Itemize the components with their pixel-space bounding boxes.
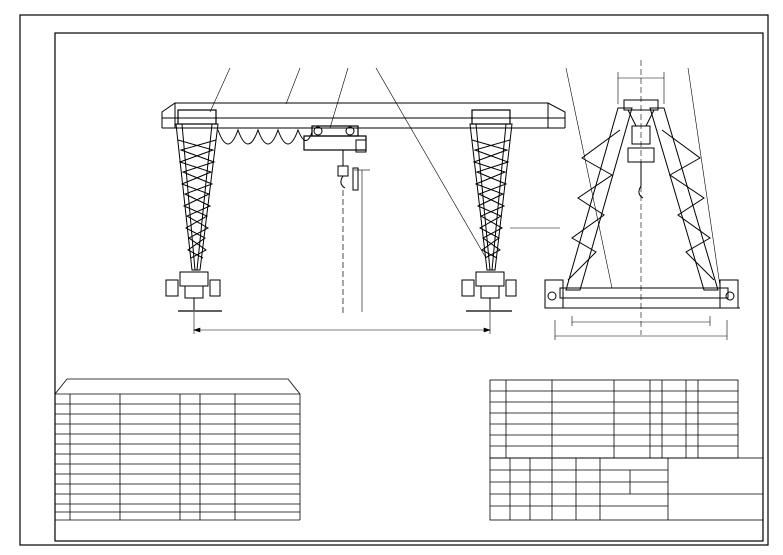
left-saddle	[177, 109, 217, 125]
right-truss-leg	[469, 123, 513, 271]
end-right-leg	[649, 107, 719, 291]
title-block	[489, 457, 764, 521]
tech-param-table	[54, 378, 301, 521]
right-saddle	[471, 109, 511, 125]
end-view	[510, 60, 740, 340]
outer-border	[19, 14, 769, 546]
span-dimension	[193, 312, 491, 334]
main-girder	[161, 102, 566, 129]
right-end-carriage	[461, 271, 517, 310]
cable-festoon	[217, 128, 313, 145]
leader-lines	[209, 67, 721, 289]
end-left-leg	[565, 107, 633, 291]
hoist-trolley	[303, 125, 367, 189]
parts-list	[489, 379, 739, 459]
hook-block	[352, 167, 359, 191]
end-base-beam	[559, 287, 729, 299]
left-end-carriage	[165, 271, 221, 310]
front-elevation	[161, 67, 721, 334]
left-truss-leg	[175, 123, 219, 271]
inner-border	[54, 32, 764, 542]
